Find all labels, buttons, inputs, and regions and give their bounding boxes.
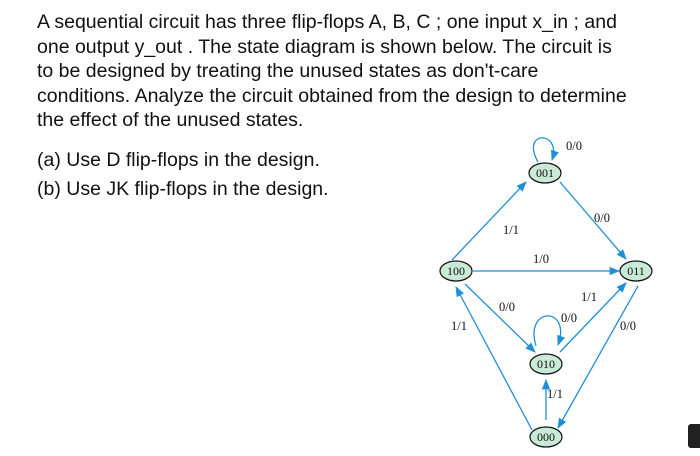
page-edge-tab [688, 424, 700, 448]
edge-001-to-011 [559, 181, 627, 260]
edge-100-to-001 [451, 181, 527, 261]
label-010-self: 0/0 [561, 311, 577, 325]
label-001-self: 0/0 [566, 139, 582, 153]
label-100-to-010: 0/0 [499, 300, 515, 314]
state-011-label: 011 [627, 264, 645, 278]
state-000-label: 000 [537, 430, 555, 444]
problem-line-3: to be designed by treating the unused st… [37, 60, 539, 82]
edge-010-self [533, 315, 566, 347]
problem-line-1: A sequential circuit has three flip-flop… [37, 11, 617, 33]
label-100-to-001: 1/1 [503, 223, 519, 237]
state-010 [529, 353, 563, 375]
label-100-to-011: 1/0 [533, 252, 549, 266]
question-parts: (a) Use D flip-flops in the design. (b) … [37, 146, 329, 204]
problem-line-4: conditions. Analyze the circuit obtained… [37, 84, 627, 107]
problem-line-2: one output y_out . The state diagram is … [37, 35, 612, 58]
state-001-label: 001 [536, 166, 554, 180]
edge-000-to-100 [455, 286, 533, 431]
state-010-label: 010 [537, 357, 555, 371]
edge-100-to-010 [464, 283, 536, 353]
part-b: (b) Use JK flip-flops in the design. [37, 178, 329, 200]
label-001-to-011: 0/0 [594, 211, 610, 225]
state-000 [529, 426, 563, 448]
edge-010-to-011 [559, 282, 627, 353]
label-000-to-010: 1/1 [547, 387, 563, 401]
state-100 [439, 260, 473, 282]
state-100-label: 100 [447, 264, 465, 278]
state-011 [619, 260, 653, 282]
edge-011-to-000 [557, 285, 639, 429]
label-000-to-100: 1/1 [451, 319, 467, 333]
label-011-to-000: 0/0 [620, 319, 636, 333]
problem-statement: A sequential circuit has three flip-flop… [37, 10, 692, 133]
problem-line-5: the effect of the unused states. [37, 109, 304, 131]
label-010-to-011: 1/1 [581, 290, 597, 304]
edge-001-self [532, 137, 559, 163]
part-a: (a) Use D flip-flops in the design. [37, 149, 320, 171]
state-001 [528, 162, 562, 184]
